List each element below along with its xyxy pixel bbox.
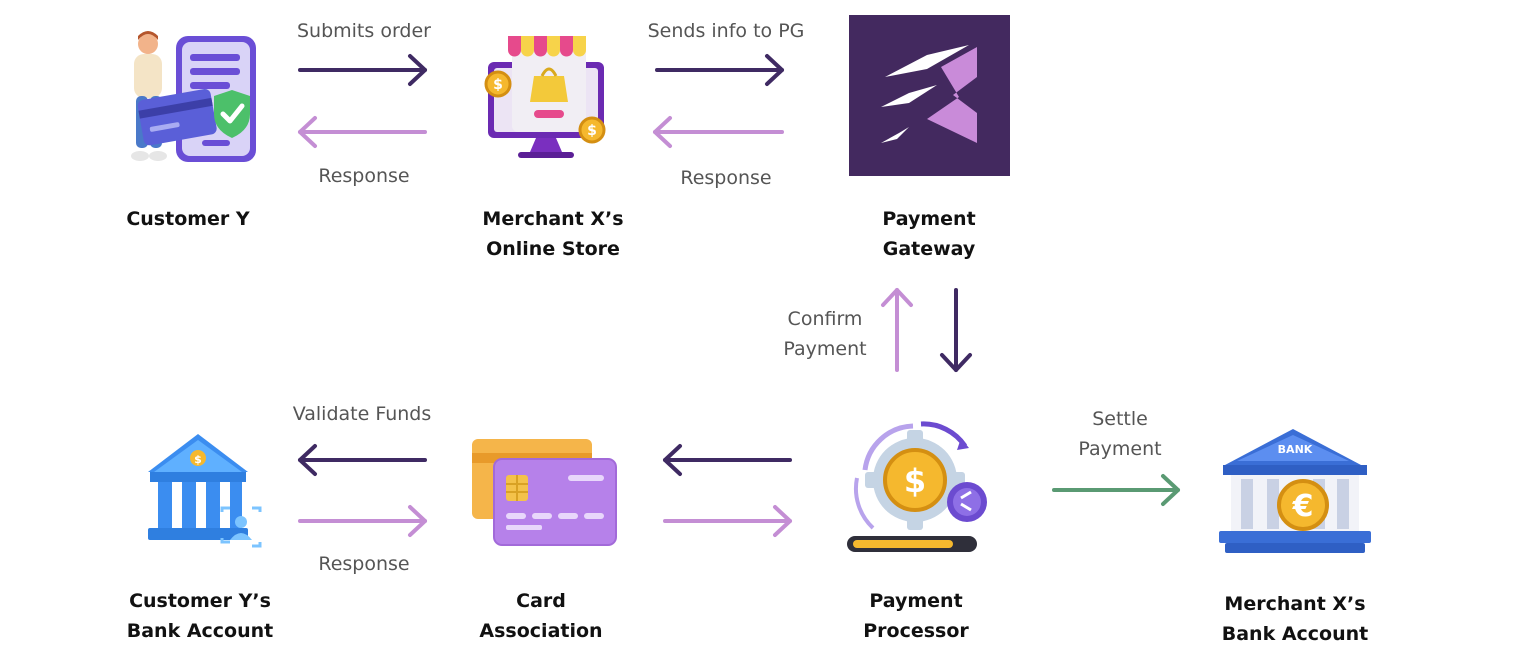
response-2-text: Response	[680, 167, 772, 189]
response-3-text: Response	[318, 553, 410, 575]
merchant-bank-icon: BANK €	[1219, 429, 1371, 553]
label-sends-info: Sends info to PG	[636, 16, 816, 46]
arrow-confirm-payment	[881, 288, 913, 372]
node-payment-gateway: Payment Gateway	[849, 204, 1009, 264]
submits-order-text: Submits order	[296, 20, 431, 42]
arrow-submits-order	[298, 54, 427, 86]
sends-info-text: Sends info to PG	[647, 20, 805, 42]
node-merchant-store: Merchant X’s Online Store	[463, 204, 643, 264]
label-submits-order: Submits order	[284, 16, 444, 46]
label-confirm-payment: Confirm Payment	[770, 304, 880, 364]
confirm-line1: Confirm	[787, 308, 863, 330]
merchant-bank-line1: Merchant X’s	[1224, 593, 1366, 615]
payment-processor-gear-icon: $	[847, 421, 987, 552]
credit-cards-icon	[472, 439, 617, 546]
label-validate-funds: Validate Funds	[277, 399, 447, 429]
node-customer-bank: Customer Y’s Bank Account	[110, 586, 290, 646]
settle-line1: Settle	[1092, 408, 1148, 430]
card-association-line2: Association	[479, 620, 603, 642]
confirm-line2: Payment	[783, 338, 867, 360]
arrow-response-to-customer	[298, 116, 427, 148]
payment-gateway-logo-icon	[849, 15, 1010, 176]
arrow-settle-payment	[1052, 474, 1180, 506]
processor-dollar-text: $	[904, 462, 926, 500]
customer-bank-line2: Bank Account	[126, 620, 274, 642]
node-card-association: Card Association	[461, 586, 621, 646]
arrow-gateway-to-processor	[940, 288, 972, 372]
processor-line2: Processor	[863, 620, 969, 642]
card-association-line1: Card	[516, 590, 566, 612]
customer-bank-icon: $	[148, 434, 262, 548]
merchant-bank-line2: Bank Account	[1221, 623, 1369, 645]
coin-dollar-text: $	[493, 77, 503, 93]
arrow-validate-funds	[298, 444, 427, 476]
validate-funds-text: Validate Funds	[292, 403, 432, 425]
customer-bank-line1: Customer Y’s	[129, 590, 271, 612]
customer-y-label: Customer Y	[126, 208, 250, 230]
gateway-line2: Gateway	[882, 238, 976, 260]
arrow-card-to-processor	[663, 505, 792, 537]
merchant-store-line1: Merchant X’s	[482, 208, 624, 230]
processor-line1: Payment	[869, 590, 963, 612]
coin-dollar-text-2: $	[587, 123, 597, 139]
online-store-icon: $ $	[484, 36, 606, 158]
node-customer-y: Customer Y	[108, 204, 268, 234]
customer-phone-icon	[131, 31, 256, 162]
bank-dollar-text: $	[194, 453, 202, 466]
gateway-line1: Payment	[882, 208, 976, 230]
arrow-processor-to-card	[663, 444, 792, 476]
label-response-2: Response	[646, 163, 806, 193]
settle-line2: Payment	[1078, 438, 1162, 460]
label-response-1: Response	[284, 161, 444, 191]
label-response-3: Response	[284, 549, 444, 579]
label-settle-payment: Settle Payment	[1060, 404, 1180, 464]
node-payment-processor: Payment Processor	[836, 586, 996, 646]
node-merchant-bank: Merchant X’s Bank Account	[1205, 589, 1385, 649]
bank-sign-text: BANK	[1278, 443, 1313, 456]
merchant-store-line2: Online Store	[486, 238, 620, 260]
arrow-sends-info-to-pg	[655, 54, 784, 86]
response-1-text: Response	[318, 165, 410, 187]
arrow-response-to-store	[653, 116, 784, 148]
bank-euro-text: €	[1292, 489, 1314, 524]
arrow-response-to-card	[298, 505, 427, 537]
